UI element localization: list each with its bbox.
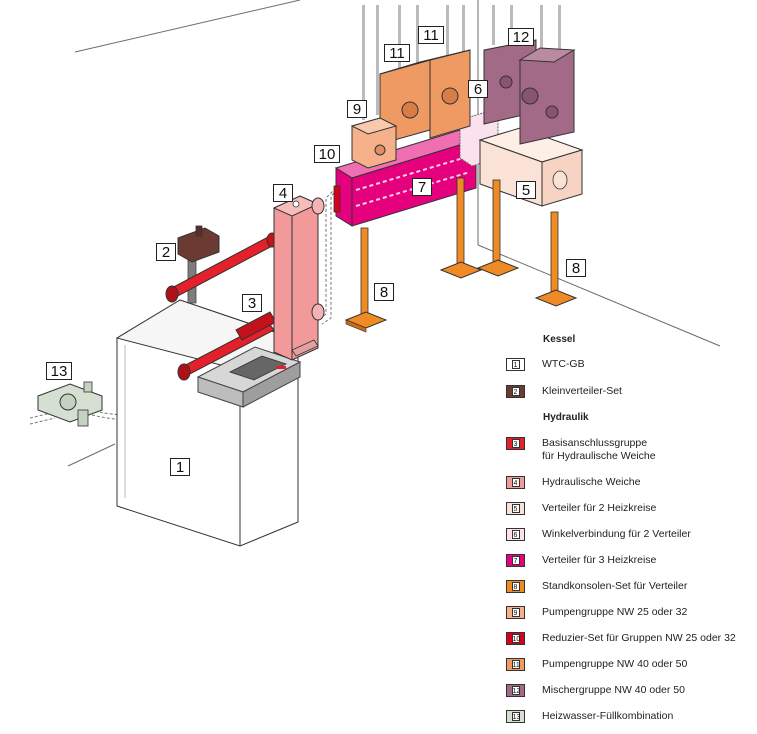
legend-item-4: 4 Hydraulische Weiche [506, 476, 640, 489]
pump-group-small [350, 5, 398, 169]
legend-num-7: 7 [511, 556, 520, 565]
callout-13: 13 [46, 362, 72, 380]
legend-swatch-13: 13 [506, 710, 525, 723]
legend-item-13: 13 Heizwasser-Füllkombination [506, 710, 673, 723]
callout-5: 5 [516, 181, 536, 199]
legend-item-2: 2 Kleinverteiler-Set [506, 385, 622, 398]
legend-num-4: 4 [511, 478, 520, 487]
legend-num-13: 13 [511, 712, 521, 721]
legend-num-2: 2 [511, 387, 520, 396]
legend-num-9: 9 [511, 608, 520, 617]
legend-item-8: 8 Standkonsolen-Set für Verteiler [506, 580, 687, 593]
legend-num-11: 11 [511, 660, 520, 669]
callout-6: 6 [468, 80, 488, 98]
legend-item-12: 12 Mischergruppe NW 40 oder 50 [506, 684, 685, 697]
callout-8-left: 8 [374, 283, 394, 301]
legend-swatch-11: 11 [506, 658, 525, 671]
stand-consoles [344, 177, 578, 333]
callout-9: 9 [347, 100, 367, 118]
legend-item-10: 10 Reduzier-Set für Gruppen NW 25 oder 3… [506, 632, 736, 645]
small-distributor-set [177, 225, 220, 304]
legend-swatch-5: 5 [506, 502, 525, 515]
legend-item-9: 9 Pumpengruppe NW 25 oder 32 [506, 606, 687, 619]
filling-combination [37, 381, 103, 427]
pump-groups-large [379, 5, 471, 145]
legend-swatch-3: 3 [506, 437, 525, 450]
legend-item-5: 5 Verteiler für 2 Heizkreise [506, 502, 656, 515]
legend-label-3: Basisanschlussgruppe für Hydraulische We… [542, 437, 656, 462]
callout-11-right: 11 [418, 26, 444, 44]
legend-num-8: 8 [511, 582, 520, 591]
legend-label-7: Verteiler für 3 Heizkreise [542, 554, 657, 566]
legend-swatch-9: 9 [506, 606, 525, 619]
legend-label-8: Standkonsolen-Set für Verteiler [542, 580, 688, 592]
legend-num-3: 3 [511, 439, 520, 448]
callout-12: 12 [508, 28, 534, 46]
legend-heading-hydraulik: Hydraulik [543, 412, 589, 423]
mixer-groups [483, 5, 576, 145]
legend-item-1: 1 WTC-GB [506, 358, 585, 371]
boiler-unit [115, 299, 302, 547]
legend-swatch-12: 12 [506, 684, 525, 697]
legend-swatch-8: 8 [506, 580, 525, 593]
legend-label-1: WTC-GB [542, 358, 585, 370]
legend-item-7: 7 Verteiler für 3 Heizkreise [506, 554, 656, 567]
legend-label-4: Hydraulische Weiche [542, 476, 641, 488]
legend-label-11: Pumpengruppe NW 40 oder 50 [542, 658, 688, 670]
legend-swatch-2: 2 [506, 385, 525, 398]
legend-num-10: 10 [511, 634, 521, 643]
legend-label-12: Mischergruppe NW 40 oder 50 [542, 684, 685, 696]
legend-label-10: Reduzier-Set für Gruppen NW 25 oder 32 [542, 632, 736, 644]
legend-label-5: Verteiler für 2 Heizkreise [542, 502, 657, 514]
callout-2: 2 [156, 243, 176, 261]
callout-4: 4 [273, 184, 293, 202]
base-connection-pipes [165, 232, 278, 381]
legend-num-1: 1 [511, 360, 520, 369]
legend-heading-kessel: Kessel [543, 334, 576, 345]
callout-7: 7 [412, 178, 432, 196]
legend-label-6: Winkelverbindung für 2 Verteiler [542, 528, 691, 540]
hydraulic-separator [272, 195, 325, 361]
legend-num-6: 6 [511, 530, 520, 539]
legend-swatch-6: 6 [506, 528, 525, 541]
legend-swatch-7: 7 [506, 554, 525, 567]
legend-item-6: 6 Winkelverbindung für 2 Verteiler [506, 528, 691, 541]
callout-10: 10 [314, 145, 340, 163]
legend-swatch-10: 10 [506, 632, 525, 645]
legend-item-3: 3 Basisanschlussgruppe für Hydraulische … [506, 437, 656, 463]
legend-item-11: 11 Pumpengruppe NW 40 oder 50 [506, 658, 687, 671]
callout-1: 1 [170, 458, 190, 476]
legend-num-5: 5 [511, 504, 520, 513]
legend-label-13: Heizwasser-Füllkombination [542, 710, 674, 722]
callout-11-left: 11 [384, 44, 410, 62]
legend-swatch-1: 1 [506, 358, 525, 371]
legend-num-12: 12 [511, 686, 521, 695]
room-outline [67, 0, 721, 467]
legend-label-2: Kleinverteiler-Set [542, 385, 622, 397]
legend-swatch-4: 4 [506, 476, 525, 489]
callout-8-right: 8 [566, 259, 586, 277]
callout-3: 3 [242, 294, 262, 312]
legend-label-9: Pumpengruppe NW 25 oder 32 [542, 606, 688, 618]
